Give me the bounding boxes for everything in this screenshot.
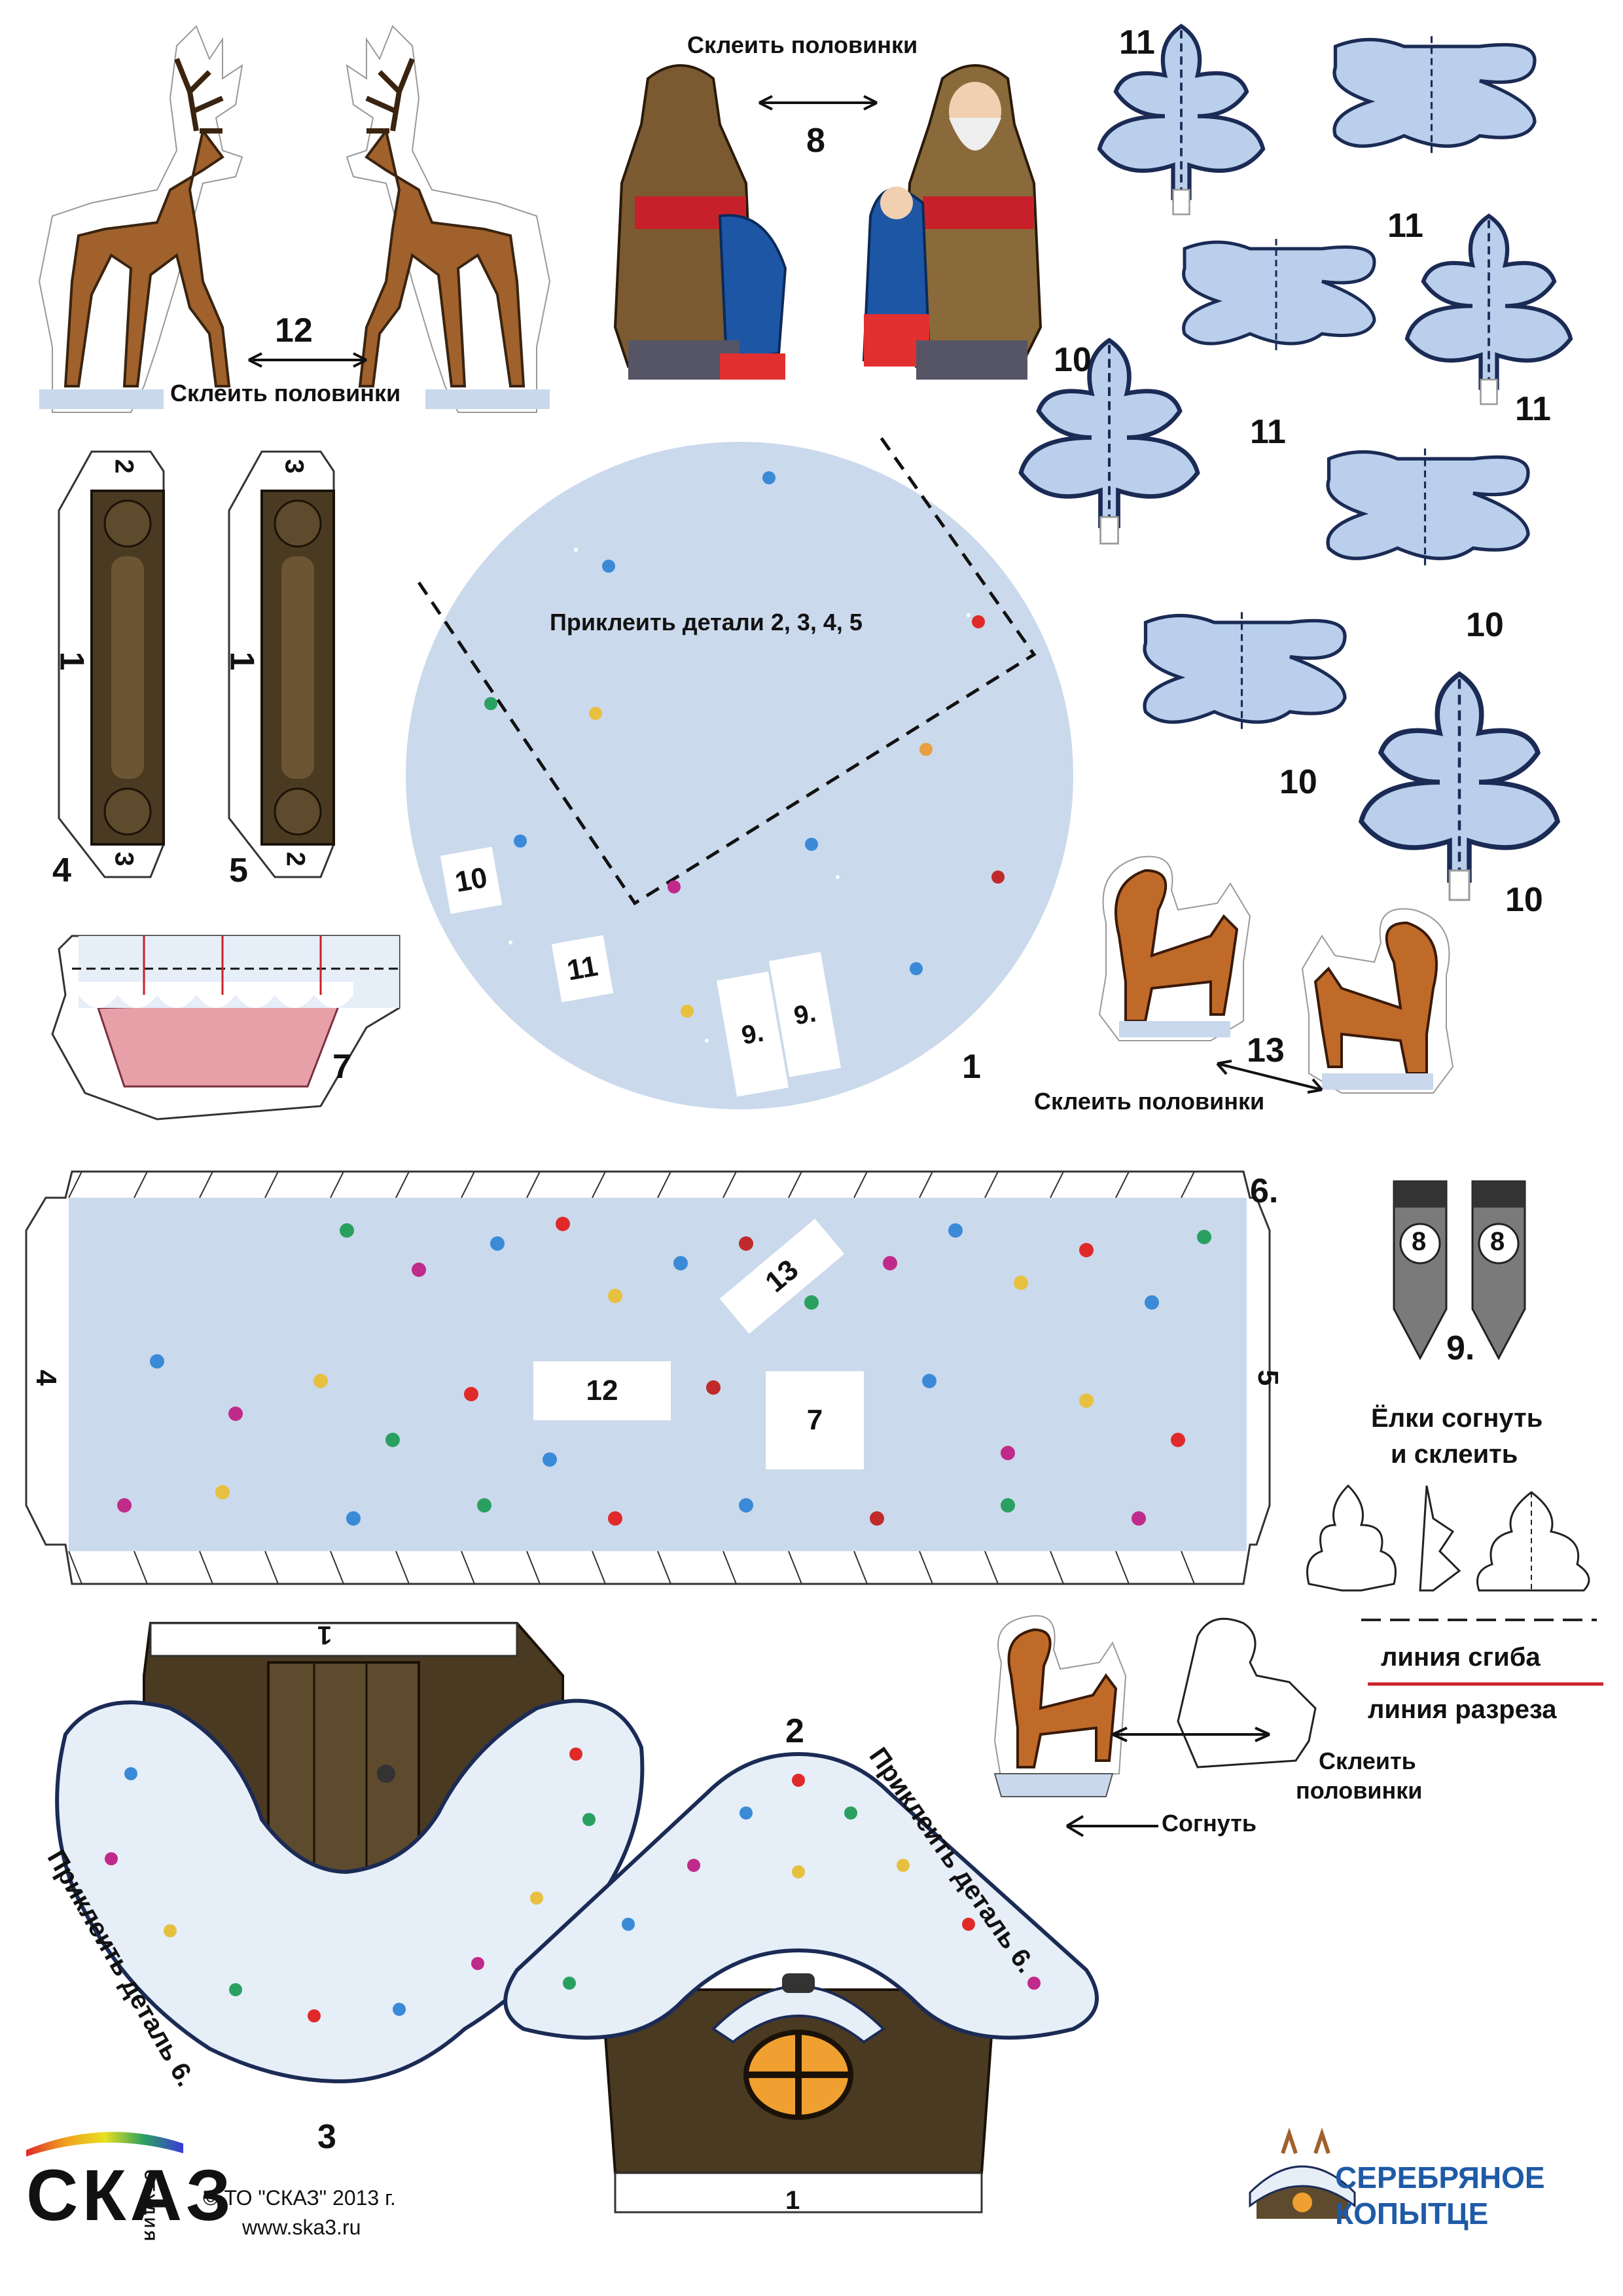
studio-logo-text: СКАЗ <box>26 2155 235 2236</box>
figure-back <box>613 64 787 380</box>
part-number-11-c: 11 <box>1250 413 1286 451</box>
part-number-6-strip: 6. <box>1250 1172 1279 1210</box>
stick-part-9-a <box>1393 1180 1448 1361</box>
tree-folding-diagram <box>1306 1484 1597 1621</box>
brand-house-logo <box>1249 2127 1356 2219</box>
deer-left <box>38 25 243 413</box>
trees-instruction-line1: Ёлки согнуть <box>1371 1404 1543 1433</box>
figure-front <box>862 64 1043 380</box>
log-part-5 <box>228 450 335 878</box>
part-number-2-house: 2 <box>785 1712 804 1750</box>
part-number-7-well: 7 <box>332 1048 351 1086</box>
glue-halves-cats: Склеить половинки <box>1034 1088 1265 1115</box>
log-part-4 <box>58 450 165 878</box>
deer-right <box>346 25 551 413</box>
slot-label-7: 7 <box>766 1371 864 1469</box>
cat-fold-example <box>993 1615 1127 1797</box>
slot-label-11: 11 <box>551 935 614 1003</box>
website-text: www.ska3.ru <box>242 2215 361 2239</box>
part-number-2-log4: 2 <box>109 459 139 474</box>
part-number-13-cats: 13 <box>1247 1031 1285 1069</box>
part-number-10-b: 10 <box>1466 606 1504 644</box>
slot-label-10: 10 <box>440 846 503 914</box>
part-number-4-strip: 4 <box>30 1369 63 1386</box>
cat-right <box>1301 908 1454 1094</box>
brand-name-line1: СЕРЕБРЯНОЕ <box>1335 2161 1545 2195</box>
stick-part-9-b <box>1471 1180 1526 1361</box>
part-number-3-house: 3 <box>317 2118 336 2156</box>
part-number-11-d: 11 <box>1515 390 1551 428</box>
part-number-12: 12 <box>275 312 313 350</box>
part-number-11-a: 11 <box>1119 24 1155 62</box>
part-number-3-log4: 3 <box>109 852 139 867</box>
fold-arrow <box>1065 1815 1158 1837</box>
part-number-1-base: 1 <box>962 1048 981 1086</box>
double-arrow-cat-fold <box>1112 1727 1270 1742</box>
copyright-text: © ТО "СКАЗ" 2013 г. <box>203 2186 396 2210</box>
well-part-7 <box>51 935 401 1121</box>
cat-outline-template <box>1177 1617 1317 1768</box>
fold-label: Согнуть <box>1162 1810 1257 1837</box>
part-number-10-d: 10 <box>1505 881 1543 919</box>
part-number-10-c: 10 <box>1279 763 1317 801</box>
trees-instruction-line2: и склеить <box>1391 1440 1518 1469</box>
cat-left <box>1098 855 1251 1041</box>
part-number-5: 5 <box>229 852 248 889</box>
glue-halves-cat-line1: Склеить <box>1319 1748 1416 1774</box>
studio-vertical-text: СТУДИЯ <box>141 2170 158 2244</box>
part-number-3-log5: 3 <box>279 459 309 474</box>
glue-parts-2-3-4-5: Приклеить детали 2, 3, 4, 5 <box>550 609 863 636</box>
stick-number-8-b: 8 <box>1490 1227 1505 1256</box>
fold-line-label: линия сгиба <box>1381 1643 1541 1672</box>
cut-line-sample <box>1368 1682 1603 1686</box>
part-number-10-a: 10 <box>1054 341 1092 379</box>
part-number-5-strip: 5 <box>1252 1369 1285 1386</box>
brand-name-line2: КОПЫТЦЕ <box>1335 2197 1489 2231</box>
cut-line-label: линия разреза <box>1368 1695 1557 1724</box>
part-number-2-log5: 2 <box>281 852 310 867</box>
double-arrow-8 <box>758 95 878 111</box>
stick-number-8-a: 8 <box>1412 1227 1427 1256</box>
double-arrow-12 <box>248 352 367 368</box>
glue-halves-deer: Склеить половинки <box>170 380 401 406</box>
part-number-11-b: 11 <box>1387 207 1423 245</box>
part-number-9-sticks: 9. <box>1446 1329 1475 1367</box>
part-number-8: 8 <box>806 122 825 160</box>
house-part-3 <box>55 1622 645 2084</box>
part-number-4: 4 <box>52 852 71 889</box>
studio-rainbow-logo <box>26 2132 183 2157</box>
part-number-1-house3: 1 <box>317 1621 332 1649</box>
glue-halves-figures: Склеить половинки <box>687 31 918 58</box>
part-number-1-house2: 1 <box>785 2186 800 2215</box>
part-number-1-log5: 1 <box>223 651 261 671</box>
house-part-2 <box>503 1751 1099 2214</box>
double-arrow-13 <box>1216 1060 1323 1094</box>
slot-label-12: 12 <box>533 1361 671 1420</box>
glue-halves-cat-line2: половинки <box>1296 1777 1423 1804</box>
part-number-1-log4: 1 <box>52 651 91 671</box>
